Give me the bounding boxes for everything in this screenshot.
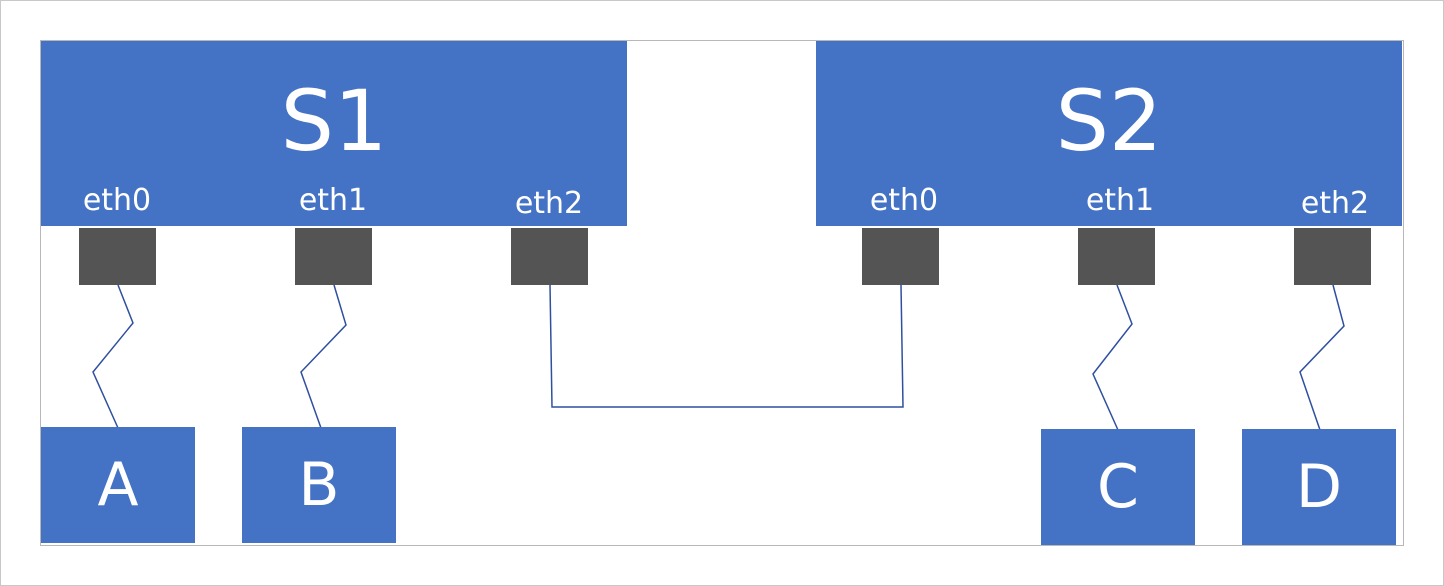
host-d-label: D xyxy=(1295,452,1343,522)
host-b-label: B xyxy=(298,450,340,520)
s2-eth1-port[interactable] xyxy=(1078,228,1155,285)
s1-eth2-port[interactable] xyxy=(511,228,588,285)
s1-eth0-label: eth0 xyxy=(82,183,152,218)
host-d[interactable]: D xyxy=(1242,429,1396,545)
host-b[interactable]: B xyxy=(242,427,396,543)
s1-eth1-port[interactable] xyxy=(295,228,372,285)
host-c[interactable]: C xyxy=(1041,429,1195,545)
host-a[interactable]: A xyxy=(41,427,195,543)
s2-eth2-port[interactable] xyxy=(1294,228,1371,285)
host-a-label: A xyxy=(97,450,139,520)
switch-s1-label: S1 xyxy=(280,72,388,170)
s1-eth1-label: eth1 xyxy=(298,183,368,218)
s2-eth1-label: eth1 xyxy=(1085,183,1155,218)
s1-eth0-port[interactable] xyxy=(79,228,156,285)
switch-s2-label: S2 xyxy=(1055,72,1163,170)
s2-eth2-label: eth2 xyxy=(1300,186,1370,221)
host-c-label: C xyxy=(1097,452,1139,522)
switch-s2[interactable]: S2 eth0 eth1 eth2 xyxy=(816,41,1402,226)
s2-eth0-port[interactable] xyxy=(862,228,939,285)
diagram-frame xyxy=(40,40,1404,546)
s1-eth2-label: eth2 xyxy=(514,186,584,221)
s2-eth0-label: eth0 xyxy=(869,183,939,218)
switch-s1[interactable]: S1 eth0 eth1 eth2 xyxy=(41,41,627,226)
